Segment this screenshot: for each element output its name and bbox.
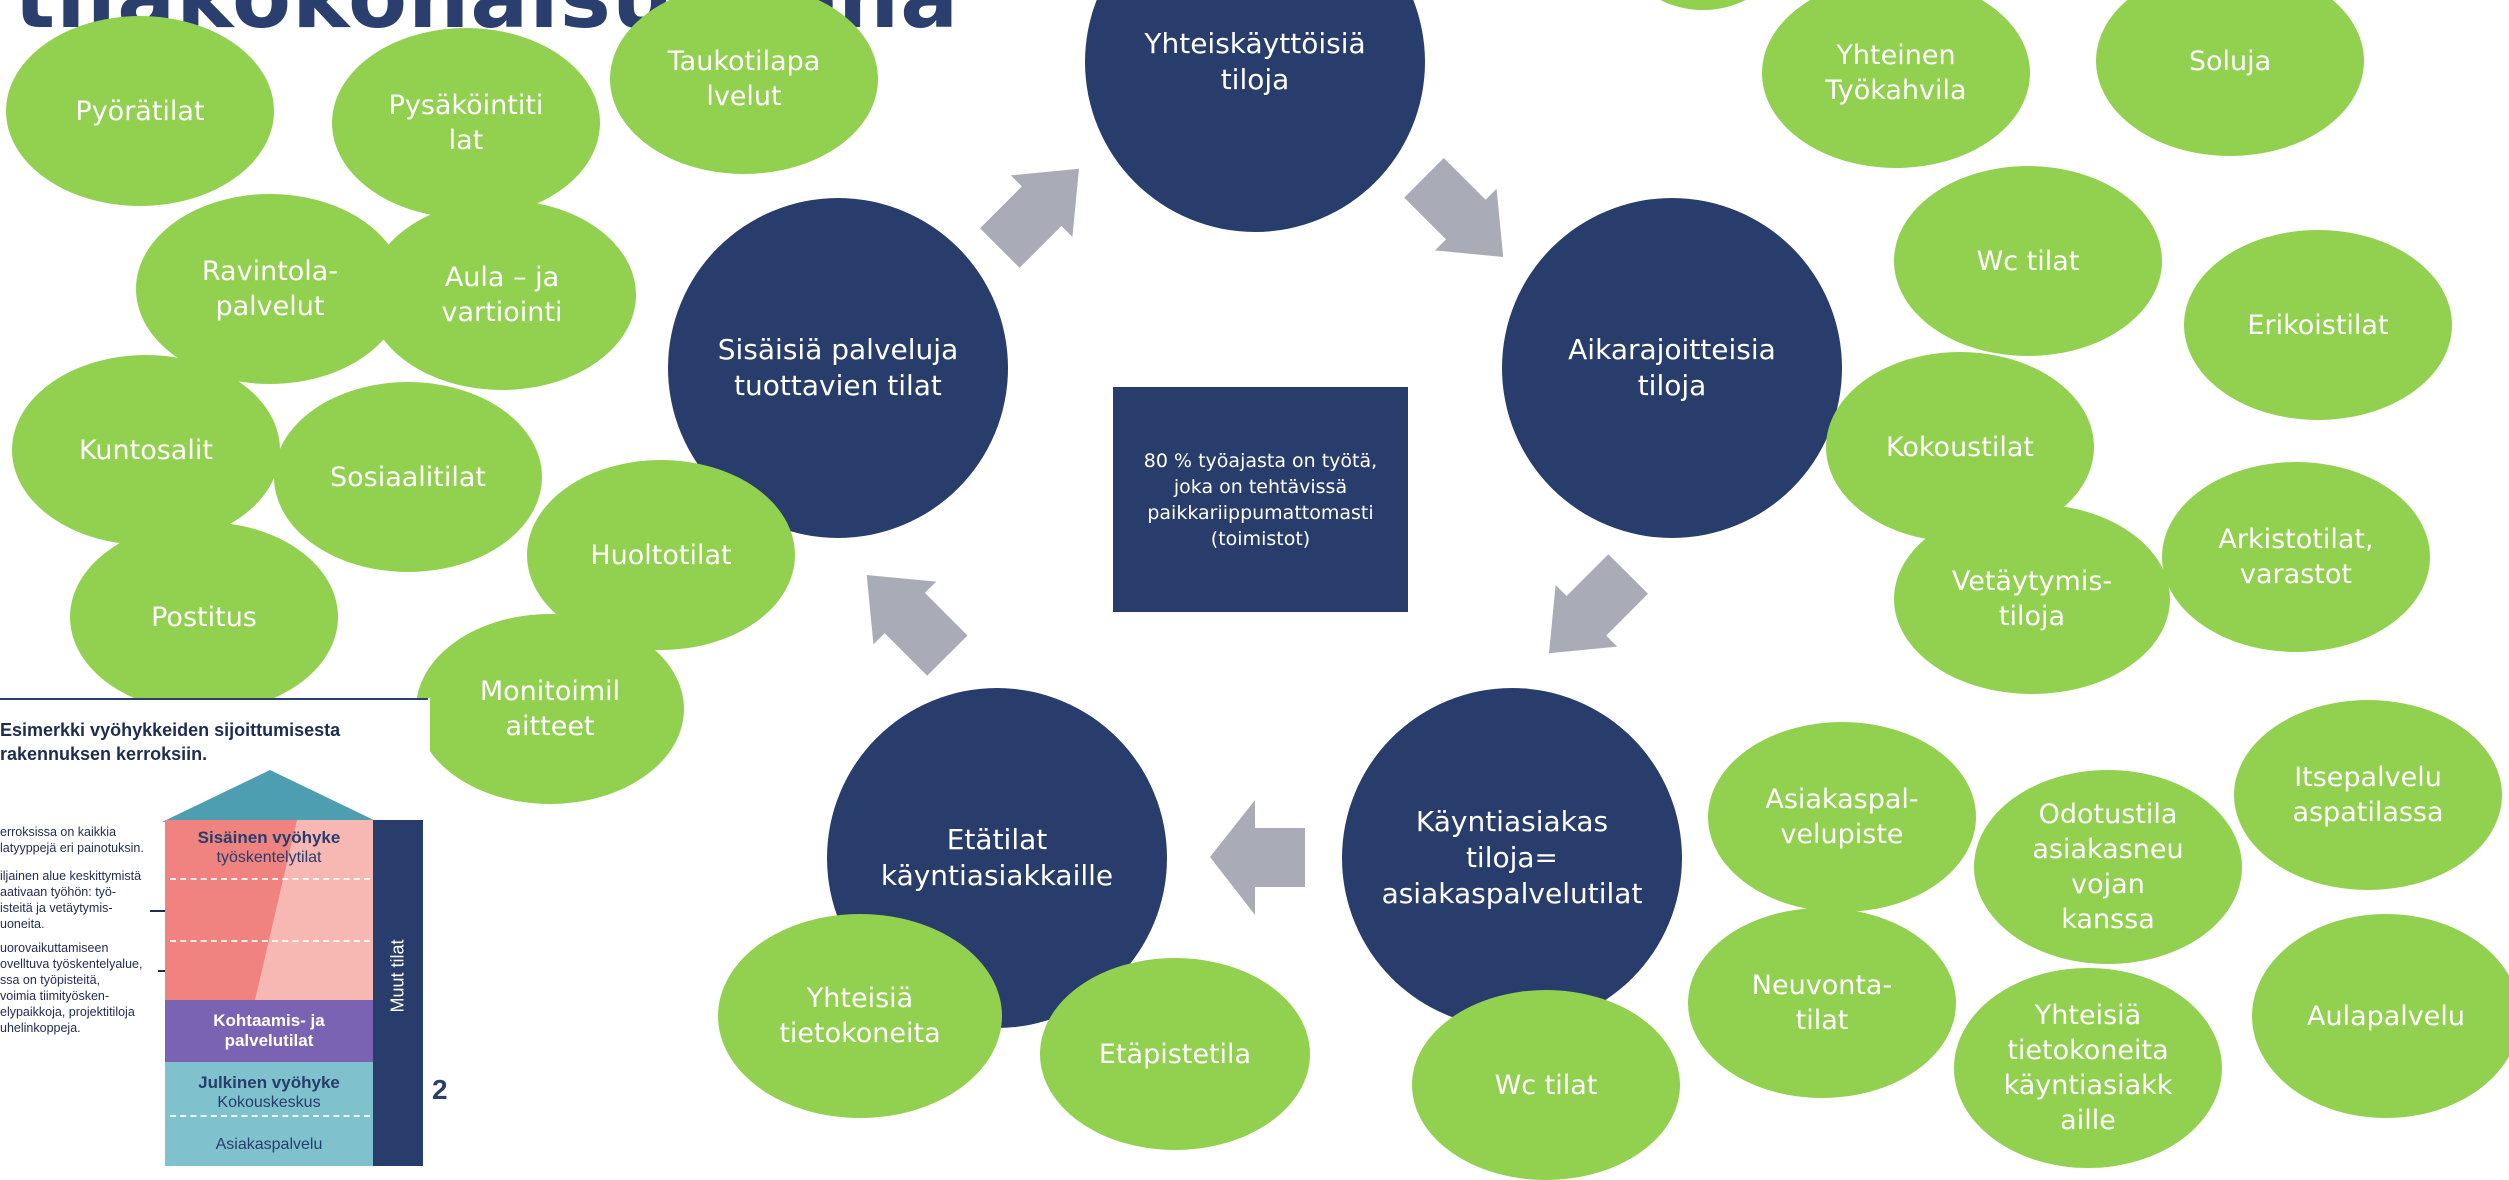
panel-divider (0, 698, 428, 700)
muut-tilat-bar (373, 820, 423, 1166)
bubble-huoltotilat: Huoltotilat (527, 460, 795, 650)
bubble-erikoistilat: Erikoistilat (2184, 230, 2452, 420)
zone-sisainen-sub: työskentelytilat (216, 849, 322, 866)
zone-gradient-shape (165, 820, 297, 1000)
zone-julkinen-name: Julkinen vyöhyke (198, 1073, 340, 1092)
bubble-aula-vartiointi: Aula – ja vartiointi (368, 200, 636, 390)
zone-divider-dash (170, 1115, 370, 1117)
bubble-sosiaalitilat: Sosiaalitilat (274, 382, 542, 572)
panel-title: Esimerkki vyöhykkeiden sijoittumisesta r… (0, 720, 341, 764)
bubble-itsepalvelu: Itsepalvelu aspatilassa (2234, 700, 2502, 890)
hub-kayntiasiakastiloja: Käyntiasiakas tiloja= asiakaspalvelutila… (1342, 688, 1682, 1028)
bubble-yhteisia-tietokoneita-kayntiasiakkaille: Yhteisiä tietokoneita käyntiasiakk aille (1954, 968, 2222, 1168)
bubble-wc-tilat-top: Wc tilat (1894, 166, 2162, 356)
zone-julkinen-sub: Kokouskeskus (217, 1094, 321, 1111)
bubble-wc-tilat-bottom: Wc tilat (1412, 990, 1680, 1180)
panel-note-3: uorovaikuttamiseen ovelltuva työskentely… (0, 941, 143, 1035)
bubble-pysakointitilat: Pysäköintiti lat (332, 28, 600, 218)
zone-kohtaamis-name: Kohtaamis- ja palvelutilat (213, 1011, 325, 1050)
zone-asiakaspalvelu: Asiakaspalvelu (165, 1124, 373, 1166)
zone-sisainen: Sisäinen vyöhyke työskentelytilat (165, 820, 373, 1000)
bubble-neuvontatilat: Neuvonta- tilat (1688, 908, 1956, 1098)
arrow-down-left-icon (1549, 554, 1648, 654)
bubble-aulapalvelu: Aulapalvelu (2252, 914, 2509, 1118)
bubble-soluja: Soluja (2096, 0, 2364, 156)
house-roof-icon (162, 770, 378, 822)
zone-kohtaamis-palvelutilat: Kohtaamis- ja palvelutilat (165, 1000, 373, 1062)
hub-aikarajoitteisia-tiloja: Aikarajoitteisia tiloja (1502, 198, 1842, 538)
bubble-monitoimilaitteet: Monitoimil aitteet (416, 614, 684, 804)
zone-asiakaspalvelu-label: Asiakaspalvelu (215, 1136, 323, 1153)
arrow-up-left-icon (866, 574, 968, 676)
bubble-pyoratilat: Pyörätilat (6, 16, 274, 206)
bubble-yhteinen-tyokahvila: Yhteinen Työkahvila (1762, 0, 2030, 168)
arrow-left-icon (1210, 800, 1305, 915)
panel-note-1: erroksissa on kaikkia latyyppejä eri pai… (0, 825, 144, 855)
zone-sisainen-name: Sisäinen vyöhyke (197, 828, 341, 847)
bubble-asiakaspalvelupiste: Asiakaspal- velupiste (1708, 722, 1976, 912)
zone-divider-dash (170, 940, 370, 942)
muut-tilat-label: Muut tilat (387, 939, 408, 1013)
panel-note-2: iljainen alue keskittymistä aativaan työ… (0, 869, 142, 931)
center-note: 80 % työajasta on työtä, joka on tehtävi… (1113, 387, 1408, 612)
zone-divider-dash (170, 878, 370, 880)
zone-example-panel: Esimerkki vyöhykkeiden sijoittumisesta r… (0, 698, 448, 1166)
bubble-partial-top (1608, 0, 1798, 10)
bubble-etapistetila: Etäpistetila (1040, 958, 1310, 1150)
bubble-taukotilapalvelut: Taukotilapa lvelut (610, 0, 878, 174)
bubble-postitus: Postitus (70, 522, 338, 712)
bubble-vetaytymistiloja: Vetäytymis- tiloja (1894, 504, 2170, 694)
bubble-arkistotilat-varastot: Arkistotilat, varastot (2162, 462, 2430, 652)
bubble-ravintolapalvelut: Ravintola- palvelut (136, 194, 404, 384)
hub-yhteiskayttoisia-tiloja: Yhteiskäyttöisiä tiloja (1085, 0, 1425, 232)
bubble-kuntosalit: Kuntosalit (12, 355, 280, 545)
zone-julkinen: Julkinen vyöhyke Kokouskeskus (165, 1062, 373, 1124)
page-number: 2 (432, 1074, 448, 1105)
arrow-down-right-icon (1404, 158, 1504, 257)
bubble-odotustila: Odotustila asiakasneu vojan kanssa (1974, 770, 2242, 964)
bubble-yhteisia-tietokoneita: Yhteisiä tietokoneita (718, 914, 1002, 1118)
arrow-up-right-icon (980, 168, 1079, 268)
